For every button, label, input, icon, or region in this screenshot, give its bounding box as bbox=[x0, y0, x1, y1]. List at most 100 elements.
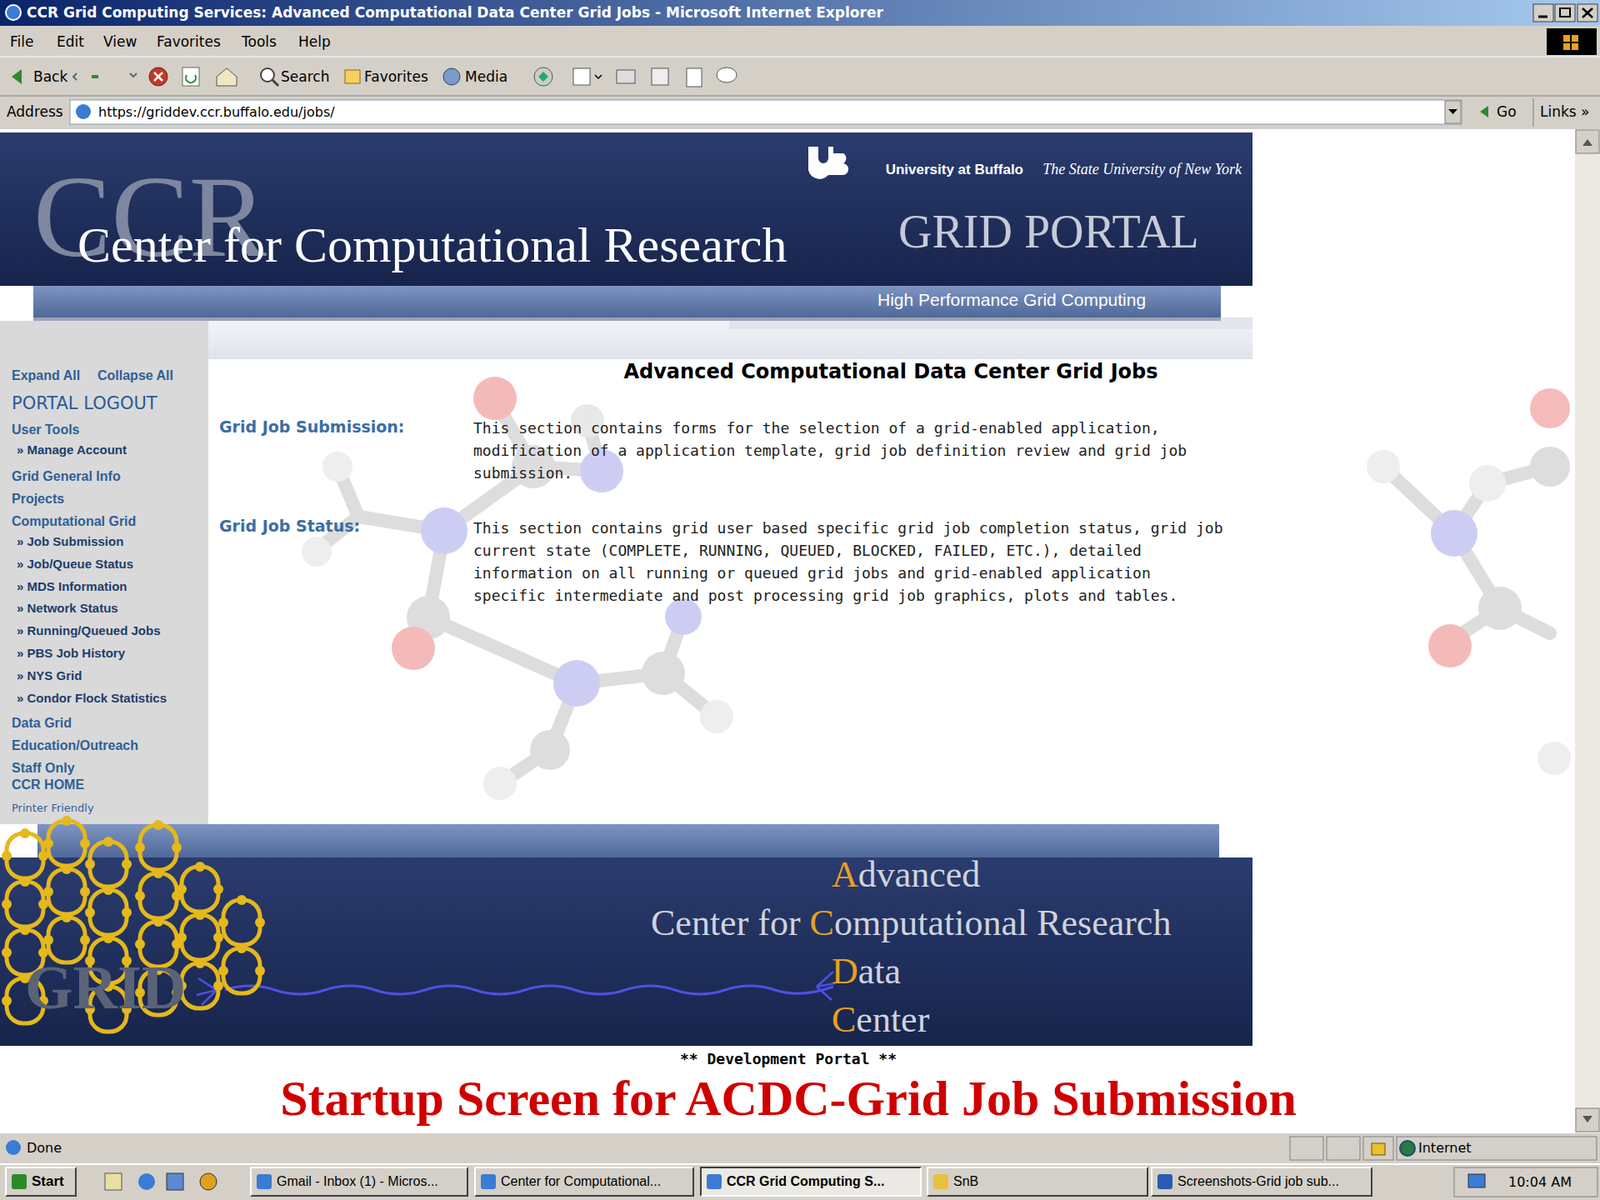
menu-item: Edit bbox=[56, 33, 85, 50]
nav-sublink: » MDS Information bbox=[16, 579, 128, 594]
menu-item: Favorites bbox=[156, 33, 221, 50]
slide-caption: Startup Screen for ACDC-Grid Job Submiss… bbox=[280, 1070, 1297, 1126]
toolbar-button: Favorites bbox=[364, 68, 429, 85]
ub-logo bbox=[808, 146, 849, 180]
app-icon bbox=[933, 1174, 949, 1190]
taskbar-button: SnB bbox=[926, 1166, 1149, 1197]
header-banner bbox=[0, 132, 1253, 286]
nav-link: Staff Only bbox=[11, 760, 75, 776]
taskbar bbox=[0, 1163, 1600, 1200]
lock-icon bbox=[1371, 1143, 1385, 1155]
go-button: Go bbox=[1496, 103, 1517, 120]
taskbar-button: Gmail - Inbox (1) - Micros... bbox=[250, 1166, 469, 1197]
page-heading: Advanced Computational Data Center Grid … bbox=[623, 360, 1158, 384]
nav-link: Expand All bbox=[11, 368, 80, 384]
toolbar-icons bbox=[11, 67, 737, 87]
clock: 10:04 AM bbox=[1508, 1174, 1572, 1190]
button-label: Center for Computational... bbox=[500, 1174, 661, 1190]
menu-bar bbox=[0, 25, 1600, 58]
zone-text: Internet bbox=[1418, 1140, 1472, 1156]
nav-link: Projects bbox=[11, 491, 65, 507]
menu-item: View bbox=[103, 33, 137, 50]
nav-sublink: » Network Status bbox=[16, 600, 119, 615]
nav-sublink: » Manage Account bbox=[16, 442, 127, 457]
address-label: Address bbox=[6, 103, 64, 120]
app-icon bbox=[256, 1174, 272, 1190]
menu-item: Help bbox=[298, 33, 331, 50]
button-label: CCR Grid Computing S... bbox=[726, 1174, 885, 1190]
nav-link: Education/Outreach bbox=[11, 738, 139, 754]
sidebar-panel bbox=[0, 320, 209, 825]
taskbar-button: Center for Computational... bbox=[474, 1166, 695, 1197]
button-label: Gmail - Inbox (1) - Micros... bbox=[276, 1174, 439, 1190]
nav-link: User Tools bbox=[11, 422, 80, 438]
nav-link: Printer Friendly bbox=[11, 801, 95, 815]
status-text: Done bbox=[26, 1140, 62, 1156]
button-label: SnB bbox=[953, 1174, 979, 1190]
nav-link: Collapse All bbox=[97, 368, 174, 384]
nav-sublink: » NYS Grid bbox=[16, 668, 82, 683]
menu-item: Tools bbox=[241, 33, 277, 50]
nav-sublink: » Condor Flock Statistics bbox=[16, 690, 167, 705]
section-text: This section contains forms for the sele… bbox=[473, 416, 1232, 485]
windows-logo bbox=[1546, 28, 1597, 55]
university-subtitle: The State University of New York bbox=[1042, 160, 1242, 179]
footer-banner bbox=[0, 857, 1253, 1046]
address-field bbox=[70, 100, 1462, 125]
quick-launch bbox=[105, 1173, 217, 1190]
nav-link: Computational Grid bbox=[11, 514, 136, 530]
page-content bbox=[0, 129, 1575, 1134]
app-icon bbox=[480, 1174, 496, 1190]
toolbar-button: Search bbox=[280, 68, 330, 85]
section-text: This section contains grid user based sp… bbox=[473, 516, 1232, 607]
network-line bbox=[225, 985, 834, 995]
header-shade bbox=[208, 317, 1253, 360]
toolbar-button: Media bbox=[465, 68, 508, 85]
window-buttons bbox=[1533, 4, 1598, 22]
dropdown-button bbox=[1445, 100, 1461, 124]
status-bar bbox=[0, 1133, 1600, 1164]
acronym-line: Advanced bbox=[831, 856, 980, 894]
nav-sublink: » Job Submission bbox=[16, 534, 124, 549]
watermark: GRID bbox=[25, 956, 186, 1019]
button-label: Screenshots-Grid job sub... bbox=[1177, 1174, 1340, 1190]
scrollbar bbox=[1575, 129, 1600, 1134]
address-bar bbox=[0, 96, 1600, 129]
title-bar bbox=[0, 0, 1600, 26]
university-name: University at Buffalo bbox=[885, 161, 1024, 179]
app-icon bbox=[11, 1174, 27, 1190]
nav-link: Grid General Info bbox=[11, 469, 121, 485]
menu-item: File bbox=[10, 33, 34, 50]
header-stripe bbox=[33, 285, 1221, 318]
system-tray bbox=[1454, 1167, 1598, 1197]
acronym-line: Center bbox=[831, 1001, 930, 1039]
nav-sublink: » PBS Job History bbox=[16, 645, 125, 660]
portal-title: GRID PORTAL bbox=[898, 208, 1200, 255]
taskbar-button: Screenshots-Grid job sub... bbox=[1150, 1166, 1373, 1197]
app-icon bbox=[1157, 1174, 1173, 1190]
toolbar-button: Back bbox=[33, 68, 68, 85]
grid-chain-graphic bbox=[1, 815, 265, 1032]
nav-sublink: » Running/Queued Jobs bbox=[16, 623, 161, 638]
go-arrow bbox=[1480, 105, 1489, 118]
start-button: Start bbox=[5, 1166, 77, 1197]
footer-stripe bbox=[37, 824, 1220, 858]
nav-link: CCR HOME bbox=[11, 777, 85, 793]
toolbar bbox=[0, 57, 1600, 96]
nav-link: Data Grid bbox=[11, 715, 72, 731]
taskbar-button: CCR Grid Computing S... bbox=[700, 1166, 922, 1197]
tagline: High Performance Grid Computing bbox=[877, 290, 1146, 310]
site-title: Center for Computational Research bbox=[77, 220, 787, 270]
globe-icon bbox=[1400, 1140, 1415, 1156]
window-title: CCR Grid Computing Services: Advanced Co… bbox=[26, 4, 884, 21]
section-heading: Grid Job Submission: bbox=[219, 417, 405, 436]
nav-link: PORTAL LOGOUT bbox=[11, 393, 158, 414]
acronym-line: Data bbox=[831, 953, 901, 990]
app-icon bbox=[706, 1174, 722, 1190]
molecule-illustration-right bbox=[1366, 388, 1571, 775]
ie-icon bbox=[5, 5, 21, 20]
url-text: https://griddev.ccr.buffalo.edu/jobs/ bbox=[98, 104, 335, 120]
button-label: Start bbox=[31, 1173, 65, 1190]
footer-note: ** Development Portal ** bbox=[680, 1050, 897, 1068]
links-button: Links » bbox=[1540, 103, 1590, 120]
